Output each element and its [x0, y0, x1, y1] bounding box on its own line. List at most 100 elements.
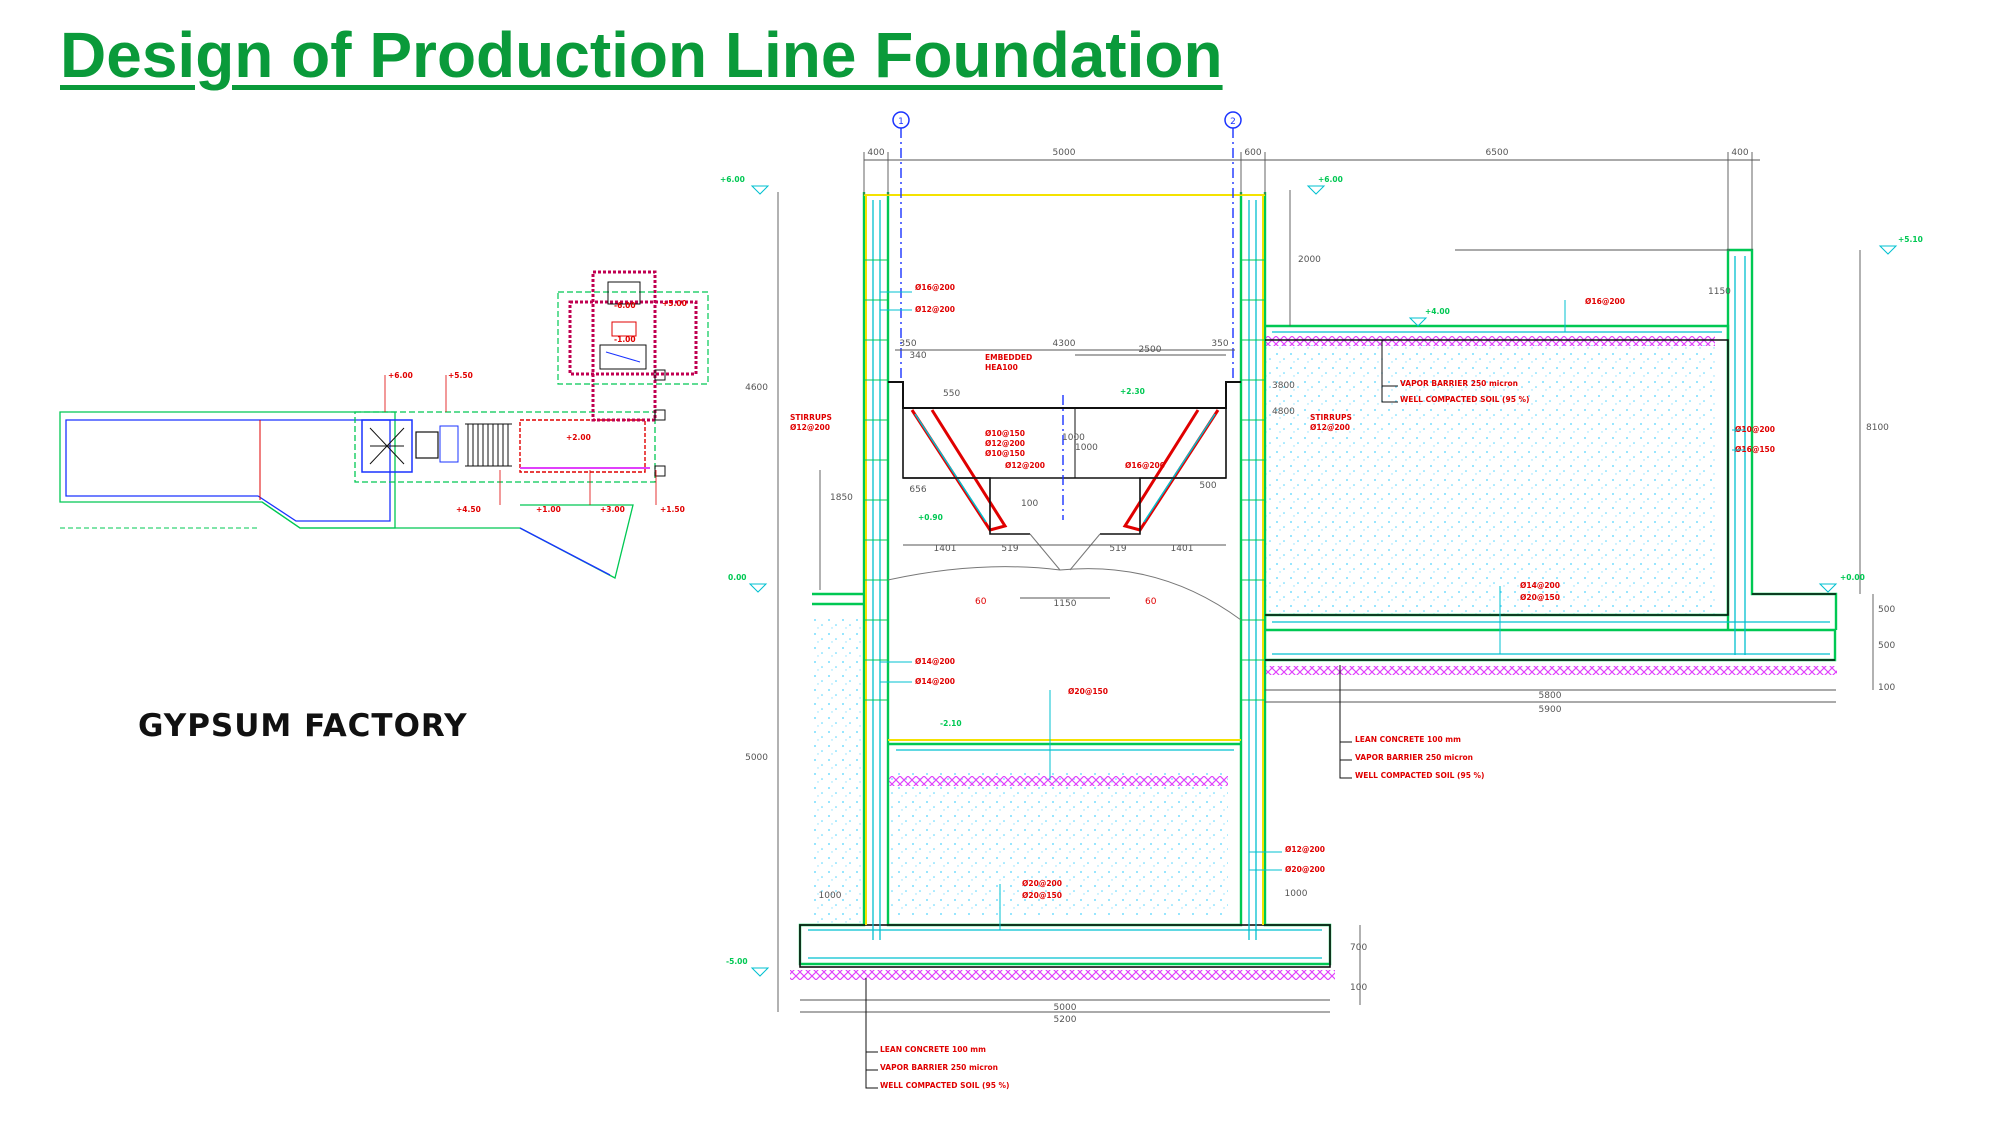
dim-bottom-5: 5900: [1539, 705, 1562, 715]
dim-v-11: 100: [1350, 983, 1367, 993]
membrane-pit: [888, 776, 1228, 786]
bar-12: Ø12@200: [1285, 845, 1325, 854]
mid-note-1: VAPOR BARRIER 250 micron: [1355, 753, 1473, 762]
level-2: +5.10: [1898, 235, 1923, 244]
dim-v-4: 5000: [745, 753, 768, 763]
foundation-section: 1 2: [720, 111, 1923, 1090]
left-soil-fill: [812, 616, 864, 926]
level-1: +6.00: [1318, 175, 1343, 184]
bar-2: Ø10@150: [985, 429, 1025, 438]
dim-inner-1: 4300: [1053, 339, 1076, 349]
dim-inner-0: 350: [899, 339, 916, 349]
bar-8: Ø20@150: [1520, 593, 1560, 602]
bar-15: Ø20@150: [1022, 891, 1062, 900]
axis-mark-1: 1: [898, 117, 904, 127]
bar-13: Ø20@200: [1285, 865, 1325, 874]
plan-level-9: +2.00: [566, 433, 591, 442]
dim-v-14: 1000: [1062, 433, 1085, 443]
stirrup-right-2: Ø12@200: [1310, 423, 1350, 432]
dim-v-5: 1850: [830, 493, 853, 503]
plan-level-4: -1.00: [614, 335, 636, 344]
membrane-bottom: [790, 970, 1335, 980]
page-title: Design of Production Line Foundation: [60, 19, 1223, 91]
plan-level-2: +4.50: [456, 505, 481, 514]
bottom-note-2: WELL COMPACTED SOIL (95 %): [880, 1081, 1009, 1090]
bar-7: Ø14@200: [1520, 581, 1560, 590]
dim-v-9: 100: [1878, 683, 1895, 693]
bar-10: Ø14@200: [915, 677, 955, 686]
dim-v-15: 3800: [1272, 381, 1295, 391]
dim-v-1: 1150: [1708, 287, 1731, 297]
plan-level-1: +5.50: [448, 371, 473, 380]
dim-inner-4: 340: [909, 351, 926, 361]
dim-open-2: 519: [1109, 544, 1126, 554]
plan-level-7: +3.00: [600, 505, 625, 514]
bar-17: Ø16@200: [1125, 461, 1165, 470]
pit-bottom-fill: [888, 770, 1228, 918]
dim-v-8: 500: [1878, 641, 1895, 651]
dim-bottom-0: 5000: [1054, 1003, 1077, 1013]
level-6: 0.00: [728, 573, 747, 582]
dim-top-3: 6500: [1486, 148, 1509, 158]
dim-v-6: 1000: [1075, 443, 1098, 453]
hopper: [887, 381, 1242, 621]
dim-open-5: 656: [909, 485, 926, 495]
stirrup-left-2: Ø12@200: [790, 423, 830, 432]
dim-v-7: 500: [1878, 605, 1895, 615]
membrane-right-top: [1265, 336, 1715, 346]
upper-note-0: VAPOR BARRIER 250 micron: [1400, 379, 1518, 388]
bar-1: Ø12@200: [915, 305, 955, 314]
dim-inner-3: 2500: [1139, 345, 1162, 355]
dim-v-2: 8100: [1866, 423, 1889, 433]
dim-top-0: 400: [867, 148, 884, 158]
level-7: +0.00: [1840, 573, 1865, 582]
bar-11: Ø20@150: [1068, 687, 1108, 696]
bar-9: Ø14@200: [915, 657, 955, 666]
plan-tunnel: [59, 411, 396, 529]
level-8: -2.10: [940, 719, 962, 728]
embedded-label-2: HEA100: [985, 363, 1018, 372]
upper-note-1: WELL COMPACTED SOIL (95 %): [1400, 395, 1529, 404]
dim-open-3: 1401: [1171, 544, 1194, 554]
dim-open-4: 1150: [1054, 599, 1077, 609]
stirrup-right-1: STIRRUPS: [1310, 413, 1352, 422]
bottom-note-0: LEAN CONCRETE 100 mm: [880, 1045, 986, 1054]
dim-bottom-3: 1000: [1285, 889, 1308, 899]
bar-0: Ø16@200: [915, 283, 955, 292]
level-0: +6.00: [720, 175, 745, 184]
right-block-fill: [1265, 345, 1715, 615]
bar-4: Ø16@200: [1585, 297, 1625, 306]
embedded-label-1: EMBEDDED: [985, 353, 1032, 362]
dim-v-13: 100: [1021, 499, 1038, 509]
factory-name: GYPSUM FACTORY: [138, 708, 468, 744]
level-5: +0.90: [918, 513, 943, 522]
bar-5: Ø10@200: [1735, 425, 1775, 434]
plan-level-5: +1.00: [536, 505, 561, 514]
dim-v-3: 4600: [745, 383, 768, 393]
angle-right: 60: [1145, 597, 1157, 607]
plan-level-3: -6.00: [614, 301, 636, 310]
dim-top-2: 600: [1244, 148, 1261, 158]
bar-6: Ø16@150: [1735, 445, 1775, 454]
dim-v-10: 700: [1350, 943, 1367, 953]
dim-v-12: 550: [943, 389, 960, 399]
membrane-right-bottom: [1265, 666, 1837, 675]
dim-open-6: 500: [1199, 481, 1216, 491]
plan-level-6: +1.50: [660, 505, 685, 514]
plan-level-0: +6.00: [388, 371, 413, 380]
dim-open-1: 519: [1001, 544, 1018, 554]
mid-note-0: LEAN CONCRETE 100 mm: [1355, 735, 1461, 744]
angle-left: 60: [975, 597, 987, 607]
dim-bottom-4: 5800: [1539, 691, 1562, 701]
bar-3: Ø12@200: [985, 439, 1025, 448]
dim-v-16: 4800: [1272, 407, 1295, 417]
bar-14: Ø20@200: [1022, 879, 1062, 888]
dim-top-4: 400: [1731, 148, 1748, 158]
level-3: +4.00: [1425, 307, 1450, 316]
stirrup-left-1: STIRRUPS: [790, 413, 832, 422]
plan-level-8: +5.00: [662, 299, 687, 308]
bottom-note-1: VAPOR BARRIER 250 micron: [880, 1063, 998, 1072]
level-9: -5.00: [726, 957, 748, 966]
dim-v-0: 2000: [1298, 255, 1321, 265]
